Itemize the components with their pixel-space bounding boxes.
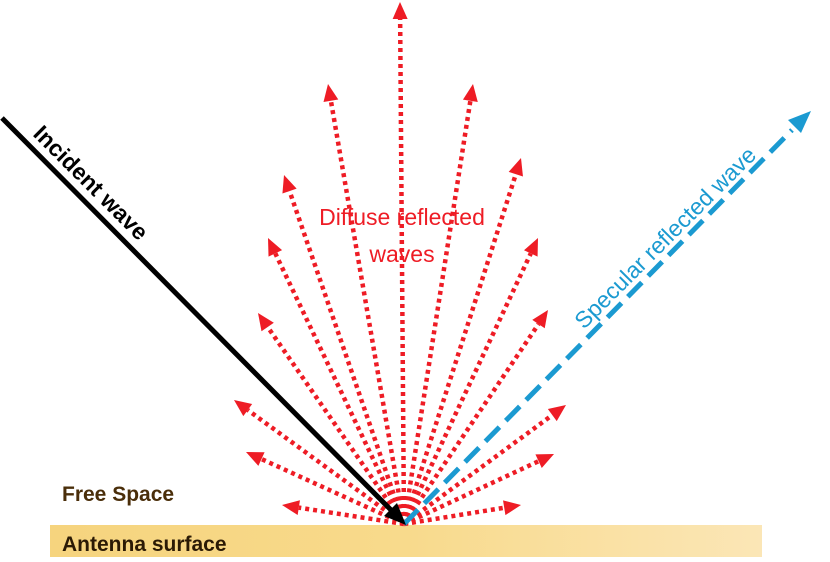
diffuse-waves-label-line2: waves	[368, 241, 434, 267]
specular-reflected-wave	[402, 111, 811, 526]
diffuse-wave-line	[287, 190, 407, 525]
diffuse-wave-arrowhead	[282, 175, 297, 194]
incident-wave-label: Incident wave	[28, 120, 153, 245]
diffuse-wave-arrowhead	[523, 238, 538, 257]
diffuse-wave-arrowhead	[503, 500, 521, 516]
diffuse-wave-line	[401, 100, 473, 525]
specular-wave-line	[402, 128, 794, 526]
diffuse-wave-arrowhead	[234, 400, 253, 417]
incident-wave	[0, 116, 406, 525]
diffuse-wave-arrowhead	[547, 405, 566, 422]
diffuse-wave-arrowhead	[392, 2, 408, 20]
diffuse-reflected-waves	[234, 2, 566, 527]
diffuse-wave-arrowhead	[535, 454, 554, 468]
antenna-surface-label: Antenna surface	[62, 533, 227, 556]
diffuse-wave-line	[298, 505, 405, 527]
free-space-label: Free Space	[62, 483, 174, 506]
diffuse-wave-arrowhead	[462, 84, 478, 102]
diffuse-wave-arrowhead	[268, 238, 283, 257]
antenna-surface	[50, 525, 762, 557]
diffuse-wave-line	[401, 252, 533, 525]
diffuse-wave-line	[403, 505, 505, 527]
diffuse-wave-arrowhead	[508, 158, 523, 177]
diffuse-wave-line	[403, 459, 540, 527]
diffuse-wave-line	[402, 413, 554, 526]
diffuse-wave-line	[402, 322, 541, 526]
diffuse-wave-arrowhead	[246, 452, 265, 466]
diffuse-wave-line	[401, 173, 518, 525]
specular-arrowhead	[788, 111, 811, 133]
diffuse-wave-arrowhead	[323, 84, 339, 103]
diffuse-wave-line	[273, 252, 407, 525]
incident-wave-line	[0, 116, 396, 515]
diffuse-waves-label-line1: Diffuse reflected	[319, 204, 485, 230]
diffuse-wave-arrowhead	[282, 500, 300, 516]
diffuse-wave-line	[397, 18, 407, 525]
diffuse-wave-line	[260, 457, 405, 527]
diffuse-wave-arrowhead	[532, 310, 548, 329]
diffuse-wave-line	[246, 408, 406, 526]
specular-wave-label: Specular reflected wave	[569, 142, 761, 334]
diffuse-wave-arrowhead	[258, 313, 274, 332]
incident-arrowhead	[384, 503, 406, 525]
